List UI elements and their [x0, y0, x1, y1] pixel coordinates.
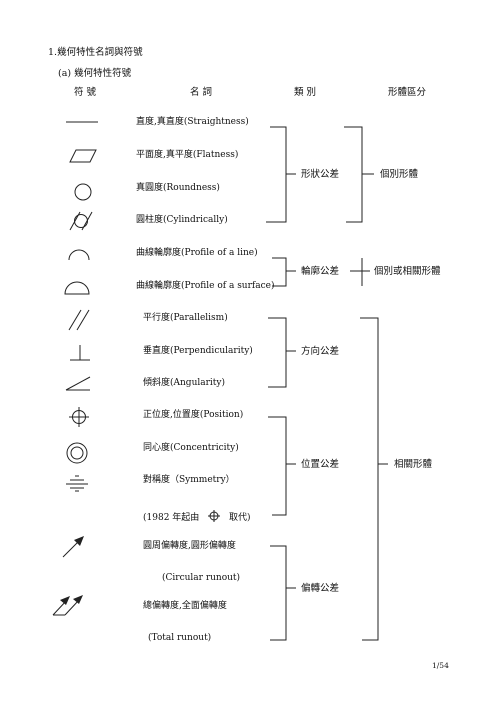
- row-name-total-runout-en: (Total runout): [148, 633, 212, 643]
- group-orientation: 方向公差: [301, 346, 340, 357]
- position-icon: [69, 407, 89, 427]
- row-name-circular-runout-en: (Circular runout): [162, 573, 241, 583]
- position-icon: [208, 510, 221, 522]
- row-name-angularity: 傾斜度(Angularity): [143, 378, 226, 388]
- total-runout-icon: [52, 595, 83, 616]
- row-name-straightness: 直度,真直度(Straightness): [136, 117, 249, 127]
- parallelism-icon: [68, 309, 90, 331]
- note-suffix: 取代): [229, 513, 251, 523]
- symmetry-icon: [66, 475, 88, 492]
- row-name-concentricity: 同心度(Concentricity): [143, 443, 239, 453]
- section-title: 1.幾何特性名詞與符號: [48, 47, 143, 58]
- feature-related: 相關形體: [394, 459, 433, 470]
- row-name-profile-surface: 曲線輪廓度(Profile of a surface): [136, 281, 275, 291]
- header-category: 類 別: [294, 87, 317, 98]
- group-location: 位置公差: [301, 459, 340, 470]
- row-name-flatness: 平面度,真平度(Flatness): [136, 150, 239, 160]
- circular-runout-icon: [62, 536, 84, 558]
- roundness-icon: [74, 183, 92, 201]
- header-feature: 形體區分: [388, 87, 427, 98]
- page-number: 1/54: [432, 661, 449, 670]
- group-form: 形狀公差: [301, 169, 340, 180]
- header-name: 名 詞: [190, 87, 213, 98]
- row-name-position: 正位度,位置度(Position): [143, 410, 244, 420]
- profile-surface-icon: [64, 281, 90, 295]
- note-prefix: (1982 年起由: [143, 513, 200, 523]
- row-name-circular-runout: 圓周偏轉度,圓形偏轉度: [143, 541, 236, 551]
- row-name-symmetry-note: (1982 年起由 取代): [143, 509, 251, 523]
- group-profile: 輪廓公差: [301, 266, 340, 277]
- flatness-icon: [69, 149, 97, 163]
- row-name-roundness: 真圓度(Roundness): [136, 183, 220, 193]
- header-symbol: 符 號: [74, 87, 97, 98]
- straightness-icon: [66, 121, 98, 123]
- profile-line-icon: [68, 249, 90, 261]
- row-name-profile-line: 曲線輪廓度(Profile of a line): [136, 248, 258, 258]
- row-name-parallelism: 平行度(Parallelism): [143, 313, 228, 323]
- angularity-icon: [65, 376, 91, 391]
- subsection-title: (a) 幾何特性符號: [58, 68, 132, 79]
- row-name-total-runout: 總偏轉度,全面偏轉度: [143, 601, 227, 611]
- row-name-perpendicularity: 垂直度(Perpendicularity): [143, 346, 253, 356]
- concentricity-icon: [66, 442, 88, 464]
- feature-individual: 個別形體: [380, 169, 419, 180]
- group-runout: 偏轉公差: [301, 583, 340, 594]
- row-name-symmetry: 對稱度（Symmetry）: [143, 475, 235, 485]
- cylindricity-icon: [69, 211, 93, 231]
- row-name-cylindricity: 圓柱度(Cylindrically): [136, 215, 228, 225]
- perpendicularity-icon: [70, 345, 90, 361]
- feature-individual-or-related: 個別或相關形體: [374, 266, 441, 277]
